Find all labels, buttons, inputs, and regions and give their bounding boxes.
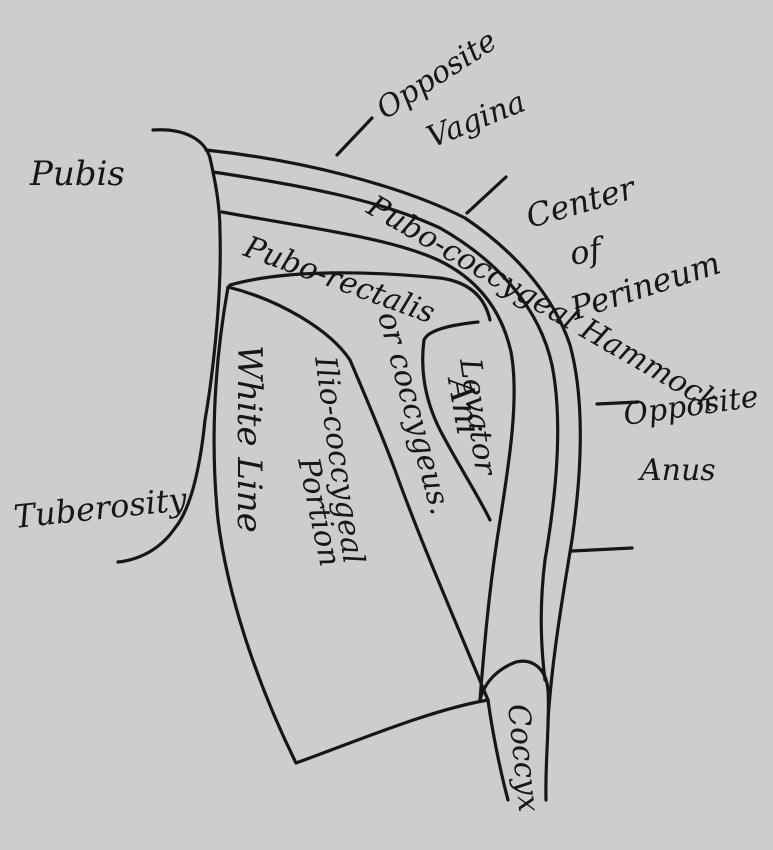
label-of: of: [567, 229, 609, 273]
label-white-line: White Line: [229, 345, 269, 533]
label-opposite-vagina-2: Vagina: [422, 84, 530, 155]
leader-perineum: [467, 177, 506, 213]
label-opposite-anus-2: Anus: [637, 453, 716, 488]
leader-anus-bottom: [572, 548, 632, 551]
leader-vagina: [337, 118, 372, 155]
label-center: Center: [522, 168, 641, 236]
label-pubis: Pubis: [29, 154, 125, 194]
label-tuberosity: Tuberosity: [12, 480, 189, 536]
